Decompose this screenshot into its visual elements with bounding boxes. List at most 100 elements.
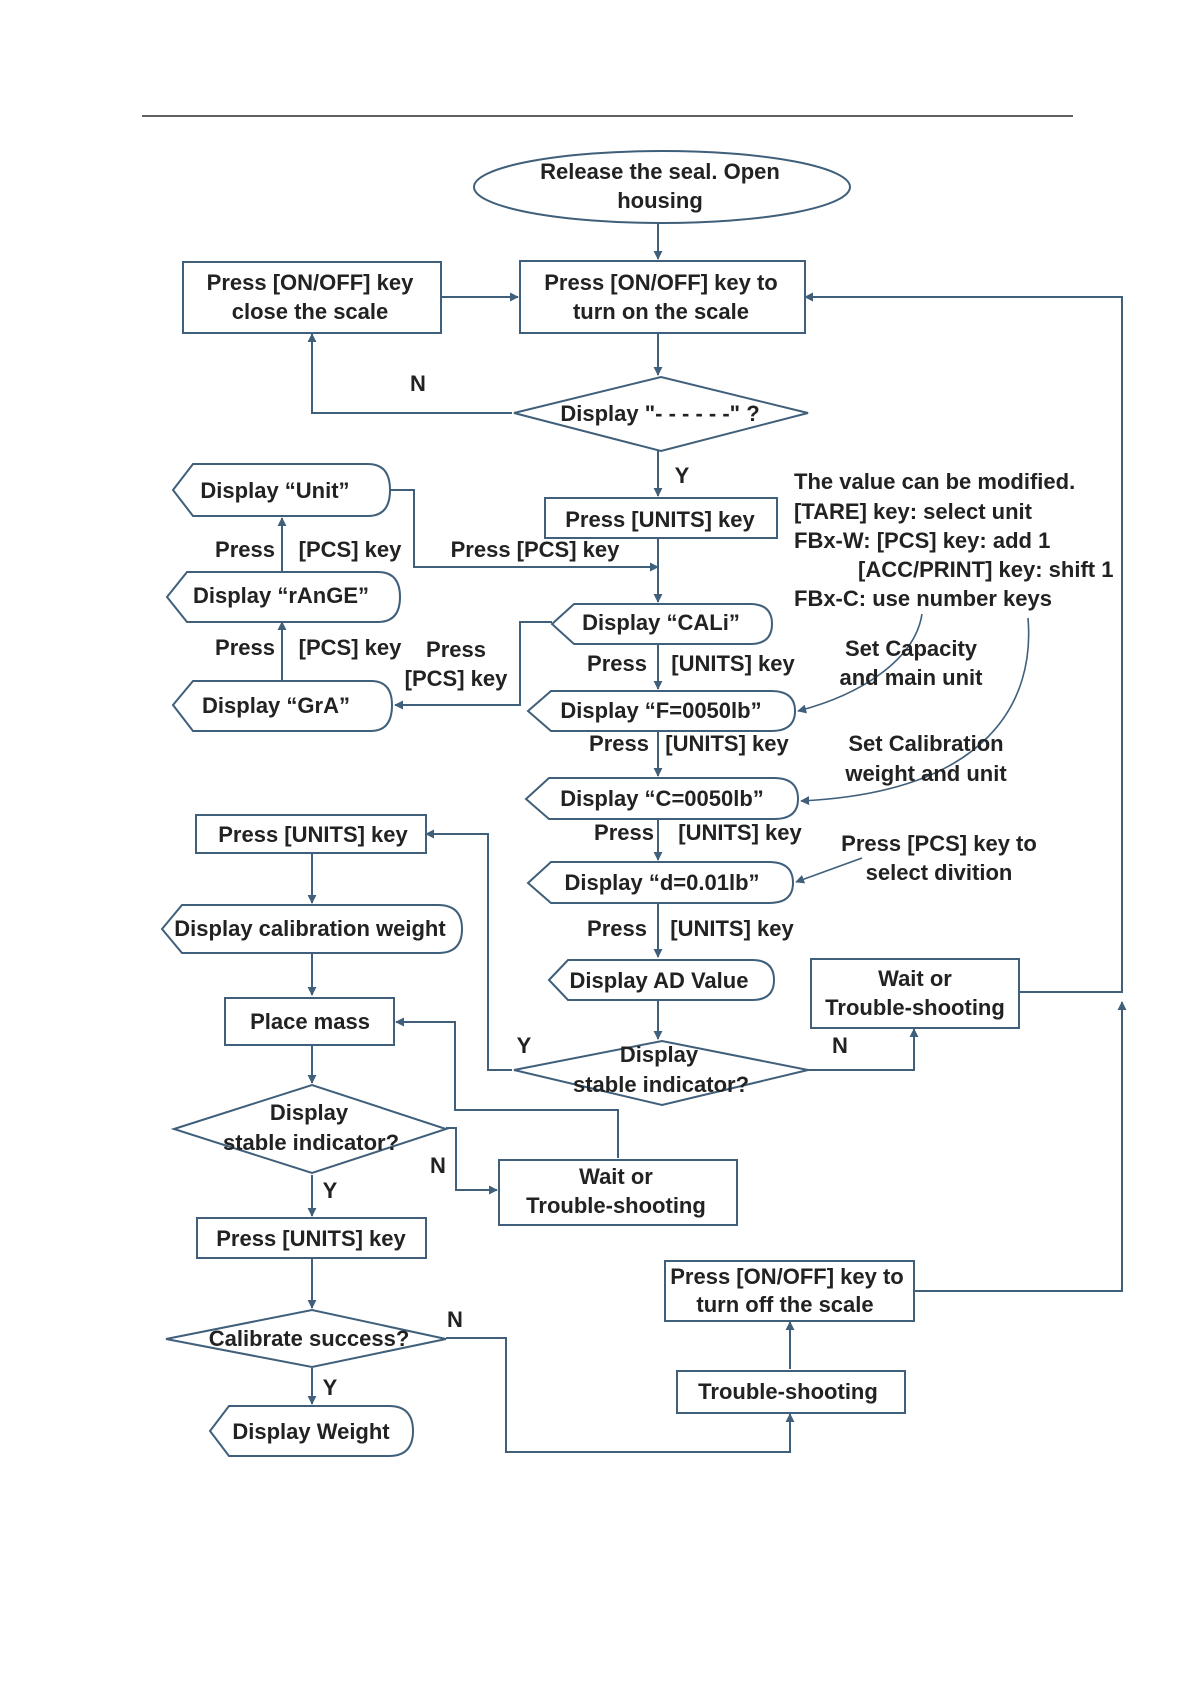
turn-off-box bbox=[664, 1260, 915, 1322]
display-gra-label: Display “GrA” bbox=[202, 693, 350, 718]
turn-on-line-2: turn on the scale bbox=[573, 299, 749, 324]
display-cali-node bbox=[550, 603, 774, 645]
turn-off-line-1: Press [ON/OFF] key to bbox=[670, 1264, 904, 1289]
edge-turn-off-to-line bbox=[914, 1001, 1127, 1292]
edge-unit-to-cali-line bbox=[390, 489, 659, 572]
note-modify-line-5: FBx-C: use number keys bbox=[794, 586, 1052, 611]
display-f-label: Display “F=0050lb” bbox=[560, 698, 761, 723]
display-unit-label: Display “Unit” bbox=[200, 478, 349, 503]
label-dashes-no: N bbox=[410, 371, 426, 396]
label-press-pcs-3b: [PCS] key bbox=[299, 635, 402, 660]
label-stable-2-yes: Y bbox=[323, 1178, 338, 1203]
place-mass-box bbox=[224, 997, 395, 1046]
note-modify-line-1: The value can be modified. bbox=[794, 469, 1075, 494]
label-press-units-2b: [UNITS] key bbox=[665, 731, 789, 756]
note-division-line-1: Press [PCS] key to bbox=[841, 831, 1037, 856]
edge-stable-yes-to-units bbox=[425, 829, 512, 1071]
display-range-label: Display “rAnGE” bbox=[193, 583, 369, 608]
display-cal-weight-node bbox=[160, 904, 464, 954]
display-weight-label: Display Weight bbox=[232, 1419, 390, 1444]
note-capacity-line-1: Set Capacity bbox=[845, 636, 978, 661]
label-press-units-3b: [UNITS] key bbox=[678, 820, 802, 845]
trouble-shooting-label: Trouble-shooting bbox=[698, 1379, 878, 1404]
turn-on-box bbox=[519, 260, 806, 334]
nodes: Release the seal. Open housing Press [ON… bbox=[160, 150, 1020, 1457]
display-ad-node bbox=[547, 959, 776, 1001]
edge-dashes-no-to-close bbox=[307, 333, 512, 414]
units-key-label-2: Press [UNITS] key bbox=[218, 822, 408, 847]
wait-2-line-2: Trouble-shooting bbox=[526, 1193, 706, 1218]
label-stable-2-no: N bbox=[430, 1153, 446, 1178]
turn-on-line-1: Press [ON/OFF] key to bbox=[544, 270, 778, 295]
trouble-shooting-box bbox=[676, 1370, 906, 1414]
wait-1-line-1: Wait or bbox=[878, 966, 952, 991]
label-press-units-1b: [UNITS] key bbox=[671, 651, 795, 676]
place-mass-label: Place mass bbox=[250, 1009, 370, 1034]
units-key-box-1 bbox=[544, 497, 778, 539]
display-unit-node bbox=[171, 463, 392, 517]
curve-division-note bbox=[795, 857, 863, 884]
label-press-pcs-4b: [PCS] key bbox=[405, 666, 508, 691]
label-press-units-4b: [UNITS] key bbox=[670, 916, 794, 941]
display-d-node bbox=[526, 861, 795, 904]
note-modify-line-4: [ACC/PRINT] key: shift 1 bbox=[858, 557, 1113, 582]
start-line-1: Release the seal. Open bbox=[540, 159, 780, 184]
stable-1-line-1: Display bbox=[620, 1042, 699, 1067]
label-press-pcs-3a: Press bbox=[215, 635, 275, 660]
label-press-pcs-2a: Press bbox=[215, 537, 275, 562]
display-c-label: Display “C=0050lb” bbox=[560, 786, 764, 811]
label-success-no: N bbox=[447, 1307, 463, 1332]
stable-decision-1 bbox=[513, 1039, 809, 1107]
curve-calibration-note bbox=[800, 617, 1030, 806]
curve-capacity-note bbox=[797, 613, 923, 714]
wait-box-1 bbox=[810, 958, 1020, 1029]
label-press-pcs-1: Press [PCS] key bbox=[451, 537, 621, 562]
stable-1-line-2: stable indicator? bbox=[573, 1072, 749, 1097]
label-stable-1-yes: Y bbox=[517, 1033, 532, 1058]
close-scale-line-1: Press [ON/OFF] key bbox=[207, 270, 414, 295]
note-modify-line-2: [TARE] key: select unit bbox=[794, 499, 1033, 524]
turn-off-line-2: turn off the scale bbox=[696, 1292, 873, 1317]
label-success-yes: Y bbox=[323, 1375, 338, 1400]
close-scale-line-2: close the scale bbox=[232, 299, 389, 324]
wait-1-line-2: Trouble-shooting bbox=[825, 995, 1005, 1020]
label-press-pcs-4a: Press bbox=[426, 637, 486, 662]
label-press-units-2a: Press bbox=[589, 731, 649, 756]
edge-stable2-no-to-wait2 bbox=[446, 1127, 498, 1195]
wait-2-line-1: Wait or bbox=[579, 1164, 653, 1189]
edge-stable-no-to-wait bbox=[808, 1028, 919, 1071]
label-press-units-1a: Press bbox=[587, 651, 647, 676]
start-terminator bbox=[473, 150, 851, 224]
units-key-box-3 bbox=[196, 1217, 427, 1259]
stable-2-line-2: stable indicator? bbox=[223, 1130, 399, 1155]
units-key-label-1: Press [UNITS] key bbox=[565, 507, 755, 532]
display-cali-label: Display “CALi” bbox=[582, 610, 740, 635]
edges bbox=[277, 223, 1127, 1453]
display-ad-label: Display AD Value bbox=[570, 968, 749, 993]
display-cal-weight-label: Display calibration weight bbox=[174, 916, 446, 941]
display-d-label: Display “d=0.01lb” bbox=[564, 870, 759, 895]
note-calibration-line-1: Set Calibration bbox=[848, 731, 1003, 756]
start-line-2: housing bbox=[617, 188, 703, 213]
calibrate-success-decision bbox=[165, 1308, 447, 1369]
units-key-box-2 bbox=[195, 814, 427, 854]
display-gra-node bbox=[171, 680, 394, 732]
edge-success-no-to-trouble bbox=[446, 1337, 795, 1453]
edge-wait2-to-place bbox=[395, 1017, 619, 1158]
label-press-units-3a: Press bbox=[594, 820, 654, 845]
check-dashes-decision bbox=[513, 375, 809, 453]
note-calibration-line-2: weight and unit bbox=[844, 761, 1007, 786]
display-weight-node bbox=[208, 1405, 415, 1457]
close-scale-box bbox=[182, 261, 442, 334]
calibrate-success-label: Calibrate success? bbox=[209, 1326, 410, 1351]
label-press-pcs-2b: [PCS] key bbox=[299, 537, 402, 562]
wait-box-2 bbox=[498, 1159, 738, 1226]
edge-cali-to-gra bbox=[394, 621, 552, 710]
display-range-node bbox=[165, 571, 402, 623]
display-c-node bbox=[524, 777, 800, 820]
stable-decision-2 bbox=[170, 1083, 450, 1175]
note-modify-line-3: FBx-W: [PCS] key: add 1 bbox=[794, 528, 1050, 553]
notes: The value can be modified. [TARE] key: s… bbox=[794, 469, 1113, 885]
label-stable-1-no: N bbox=[832, 1033, 848, 1058]
